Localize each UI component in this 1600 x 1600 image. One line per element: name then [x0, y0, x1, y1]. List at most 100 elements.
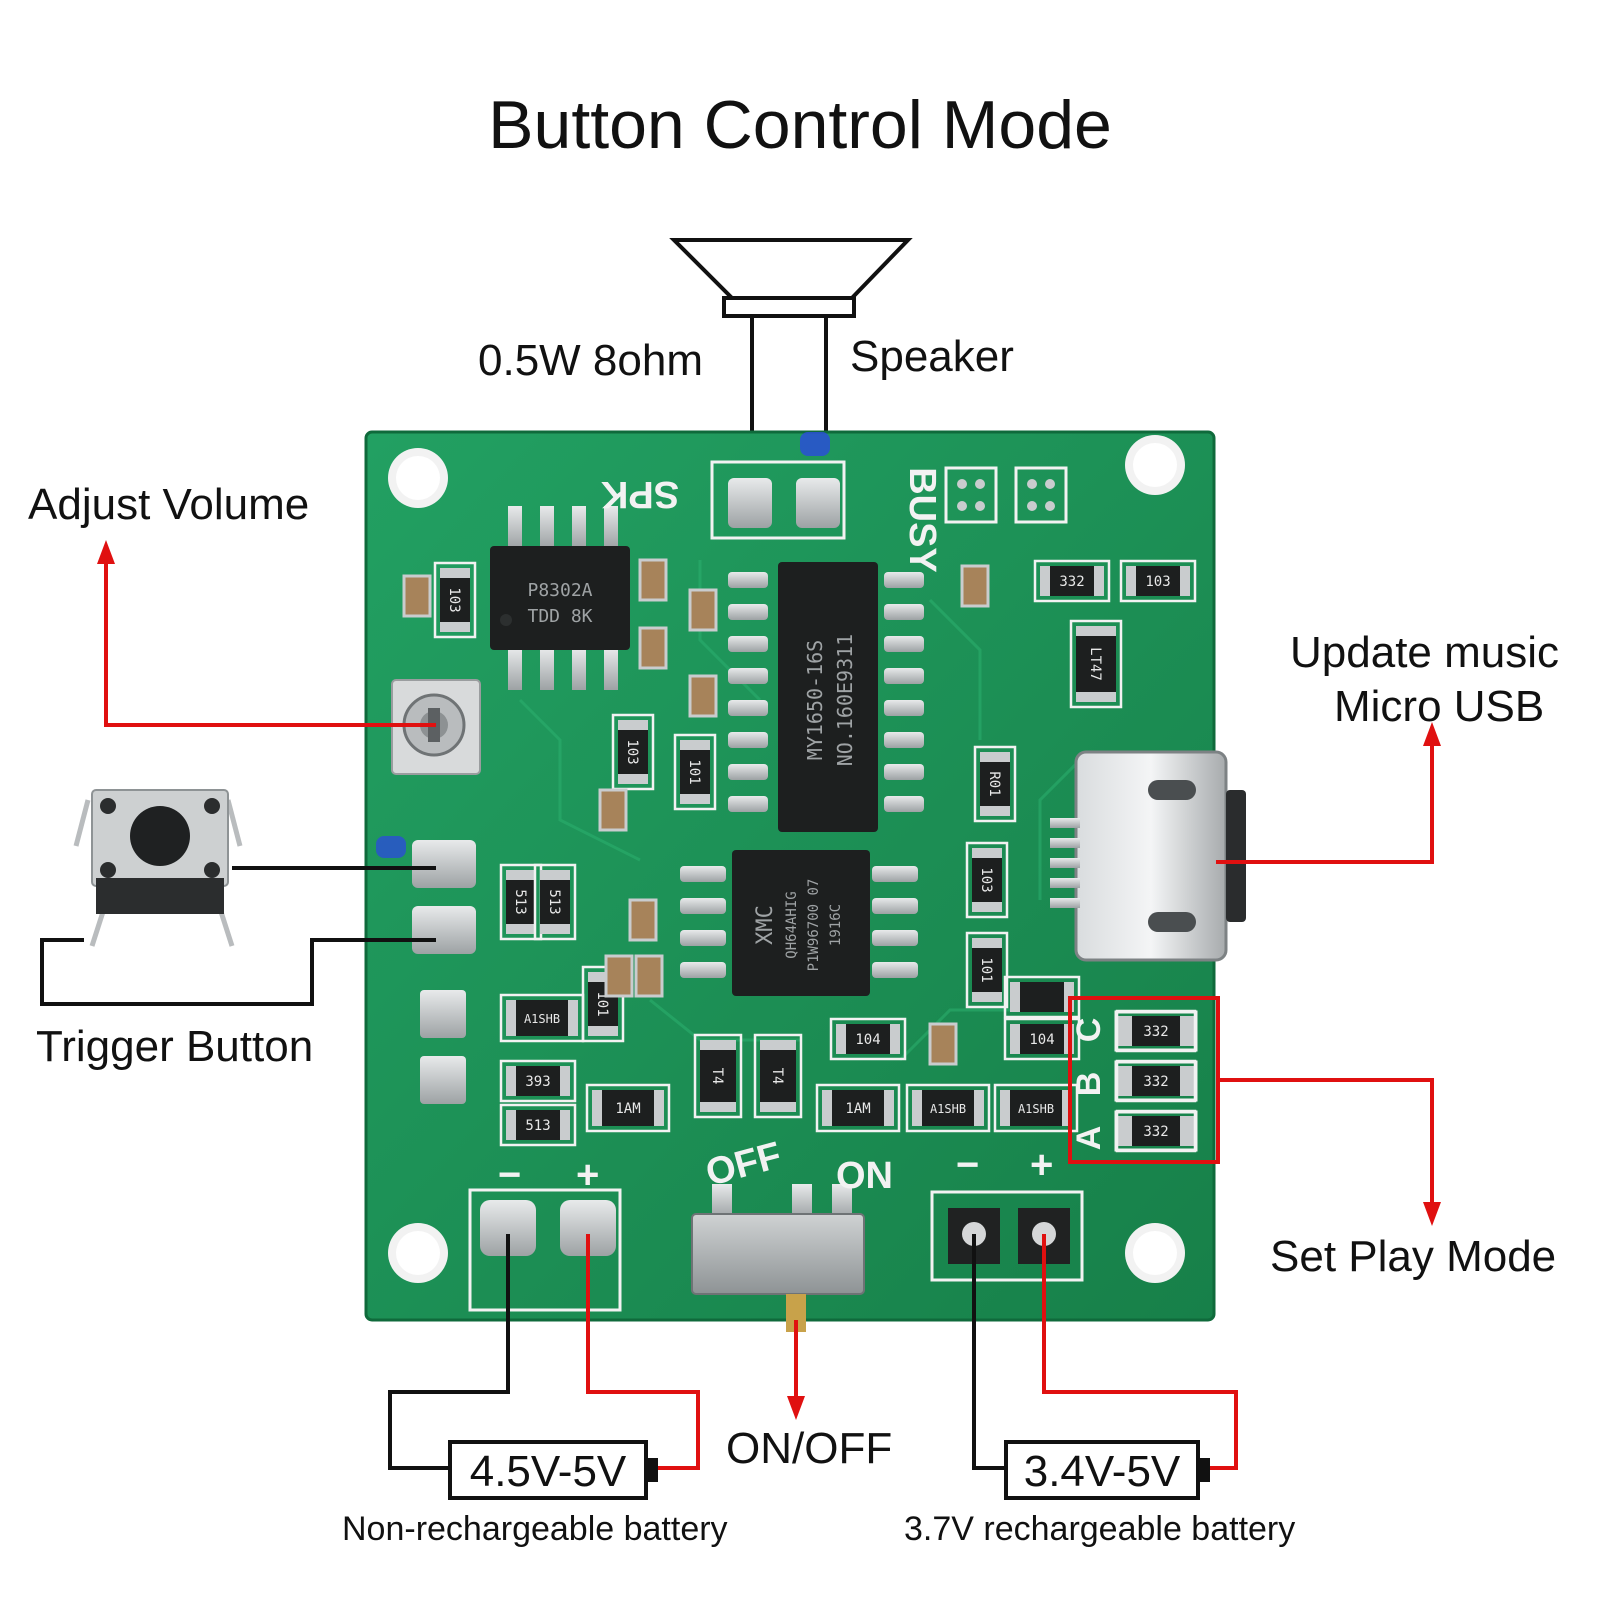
smd-part-r-104-b: 104	[1003, 1017, 1081, 1061]
smd-marking: LT47	[1087, 647, 1103, 681]
trigger-wires	[40, 866, 436, 1006]
busy-pads	[944, 466, 1068, 524]
capacitor	[960, 564, 990, 608]
battery-left-icon	[448, 1440, 658, 1500]
smd-marking: 332	[1143, 1124, 1168, 1140]
speaker-label: Speaker	[850, 332, 1014, 381]
mounting-hole	[1125, 435, 1185, 495]
smd-marking: 101	[686, 759, 702, 784]
flash-marking-4: 1916C	[828, 904, 844, 946]
smd-part-r-332-a: 332	[1115, 1109, 1197, 1153]
smd-marking: 393	[525, 1074, 550, 1090]
capacitor	[402, 574, 432, 618]
smd-marking: 101	[594, 991, 610, 1016]
silk-mode-c: C	[1070, 1018, 1108, 1043]
capacitor	[928, 1022, 958, 1066]
battery-left-wires	[388, 1234, 700, 1470]
usb-arrow	[1216, 722, 1441, 864]
smd-marking: 332	[1143, 1074, 1168, 1090]
silk-spk: SPK	[600, 473, 679, 515]
smd-part-r-513-a: 513	[499, 863, 543, 941]
capacitor	[604, 954, 634, 998]
micro-usb-connector	[1050, 750, 1246, 962]
smd-marking: 1AM	[615, 1101, 640, 1117]
smd-part-r-101-a: 101	[673, 733, 717, 811]
smd-marking: T4	[709, 1068, 725, 1085]
smd-part-r-103-top: 103	[1119, 559, 1197, 603]
smd-part-t-a1shb-a: A1SHB	[499, 993, 585, 1043]
amp-marking-2: TDD 8K	[527, 606, 592, 627]
set-play-mode-label: Set Play Mode	[1270, 1232, 1557, 1281]
smd-marking: 101	[978, 957, 994, 982]
silk-mode-a: A	[1070, 1126, 1108, 1151]
on-off-label: ON/OFF	[726, 1424, 893, 1473]
smd-marking: 513	[512, 889, 528, 914]
battery-pads-left	[468, 1188, 622, 1312]
smd-part-r-104: 104	[829, 1017, 907, 1061]
mounting-hole	[1125, 1223, 1185, 1283]
smd-marking: A1SHB	[524, 1012, 560, 1026]
silk-plus-right: +	[1030, 1143, 1053, 1187]
battery-left-voltage: 4.5V-5V	[470, 1447, 627, 1496]
flash-marking-1: XMC	[753, 905, 778, 945]
smd-part-r-103-mid: 103	[965, 841, 1009, 919]
mcu-marking-1: MY1650-16S	[803, 640, 827, 760]
smd-marking: 332	[1143, 1024, 1168, 1040]
smd-marking: 513	[546, 889, 562, 914]
flash-chip	[680, 850, 918, 996]
smd-part-t-t4-b: T4	[753, 1033, 803, 1119]
capacitor	[638, 558, 668, 602]
smd-part-t-a1shb-b: A1SHB	[905, 1083, 991, 1133]
onoff-arrow	[787, 1320, 805, 1420]
speaker-pads	[710, 432, 846, 540]
smd-part-r-332-top: 332	[1033, 559, 1111, 603]
smd-marking: 103	[1145, 574, 1170, 590]
smd-part-r-r01: R01	[973, 745, 1017, 823]
update-music-label: Update music	[1290, 628, 1560, 677]
smd-marking: A1SHB	[1018, 1102, 1054, 1116]
mounting-hole	[388, 448, 448, 508]
battery-right-voltage: 3.4V-5V	[1024, 1447, 1181, 1496]
volume-arrow	[97, 540, 436, 727]
trigger-button-icon	[73, 789, 243, 947]
micro-usb-label: Micro USB	[1334, 682, 1545, 731]
smd-part-r-513-b: 513	[533, 863, 577, 941]
smd-part-r-393: 393	[499, 1059, 577, 1103]
slide-switch	[691, 1184, 865, 1332]
flash-marking-3: P1W96700 07	[806, 879, 822, 972]
mcu-chip	[728, 562, 924, 832]
smd-marking: 103	[978, 867, 994, 892]
smd-marking: R01	[986, 771, 1002, 796]
silk-minus-left: −	[498, 1153, 521, 1197]
trigger-button-label: Trigger Button	[36, 1022, 314, 1071]
smd-marking: 513	[525, 1118, 550, 1134]
silk-busy: BUSY	[901, 467, 943, 573]
smd-marking: 103	[446, 587, 462, 612]
page-title: Button Control Mode	[488, 87, 1112, 163]
smd-part-t-a1shb-c: A1SHB	[993, 1083, 1079, 1133]
smd-marking: A1SHB	[930, 1102, 966, 1116]
play-mode-arrow	[1068, 996, 1441, 1226]
smd-part-r-101-b: 101	[965, 931, 1009, 1009]
amp-marking-1: P8302A	[527, 580, 592, 601]
capacitor	[634, 954, 664, 998]
smd-part-r-103-b: 103	[611, 713, 655, 791]
smd-marking: T4	[769, 1068, 785, 1085]
battery-right-caption: 3.7V rechargeable battery	[904, 1510, 1296, 1548]
smd-part-t-t4-a: T4	[693, 1033, 743, 1119]
battery-right-icon	[1004, 1440, 1210, 1500]
capacitor	[628, 898, 658, 942]
capacitor	[688, 674, 718, 718]
smd-part-r-103-a: 103	[433, 561, 477, 639]
smd-marking: 104	[1029, 1032, 1054, 1048]
battery-right-wires	[972, 1234, 1238, 1470]
capacitor	[688, 588, 718, 632]
smd-part-r-101-c: 101	[581, 965, 625, 1043]
mcu-marking-2: NO.160E9311	[833, 634, 857, 766]
capacitor	[598, 788, 628, 832]
amplifier-chip	[490, 506, 630, 690]
smd-part-t-lt47: LT47	[1069, 619, 1123, 709]
silk-on: ON	[836, 1155, 893, 1197]
smd-part-r-332-c: 332	[1115, 1009, 1197, 1053]
